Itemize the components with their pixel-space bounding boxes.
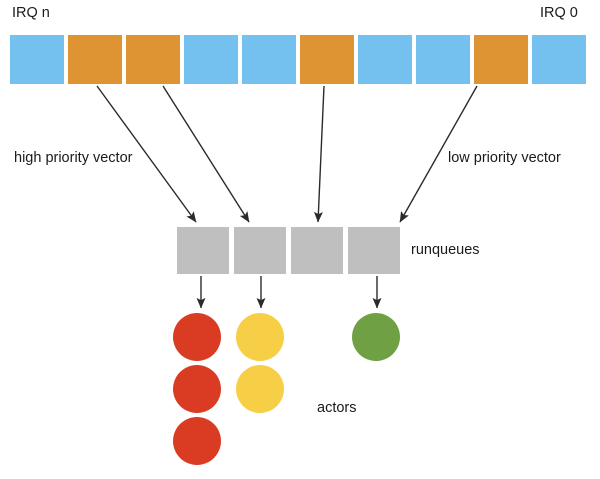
irq-vector-cell-1 — [68, 35, 122, 84]
irq-vector-cell-8 — [474, 35, 528, 84]
irq-vector-cell-7 — [416, 35, 470, 84]
label-runqueues: runqueues — [411, 242, 480, 258]
label-actors: actors — [317, 400, 357, 416]
irq-vector-cell-6 — [358, 35, 412, 84]
arrow-irq-1-to-runqueue-0 — [96, 85, 197, 223]
arrow-irq-5-to-runqueue-2 — [313, 85, 325, 223]
runqueue-cell-3 — [348, 227, 400, 274]
label-high-priority-vector: high priority vector — [14, 150, 133, 166]
runqueue-cell-1 — [234, 227, 286, 274]
actor-yellow-0 — [236, 313, 284, 361]
arrows-vector-to-runqueues — [96, 85, 478, 223]
arrow-irq-2-to-runqueue-1 — [162, 85, 250, 223]
irq-vector-cell-4 — [242, 35, 296, 84]
actor-yellow-1 — [236, 365, 284, 413]
runqueue-cell-2 — [291, 227, 343, 274]
actor-red-1 — [173, 365, 221, 413]
actor-red-2 — [173, 417, 221, 465]
irq-vector-cell-5 — [300, 35, 354, 84]
runqueue-cell-0 — [177, 227, 229, 274]
irq-vector-cell-2 — [126, 35, 180, 84]
irq-vector-cell-0 — [10, 35, 64, 84]
label-irq-n: IRQ n — [12, 5, 50, 21]
actor-red-0 — [173, 313, 221, 361]
label-irq-0: IRQ 0 — [540, 5, 578, 21]
label-low-priority-vector: low priority vector — [448, 150, 561, 166]
irq-vector-cell-9 — [532, 35, 586, 84]
irq-vector-cell-3 — [184, 35, 238, 84]
arrow-irq-8-to-runqueue-3 — [399, 85, 478, 223]
arrows-runqueues-to-actors — [196, 276, 382, 309]
actor-green-0 — [352, 313, 400, 361]
